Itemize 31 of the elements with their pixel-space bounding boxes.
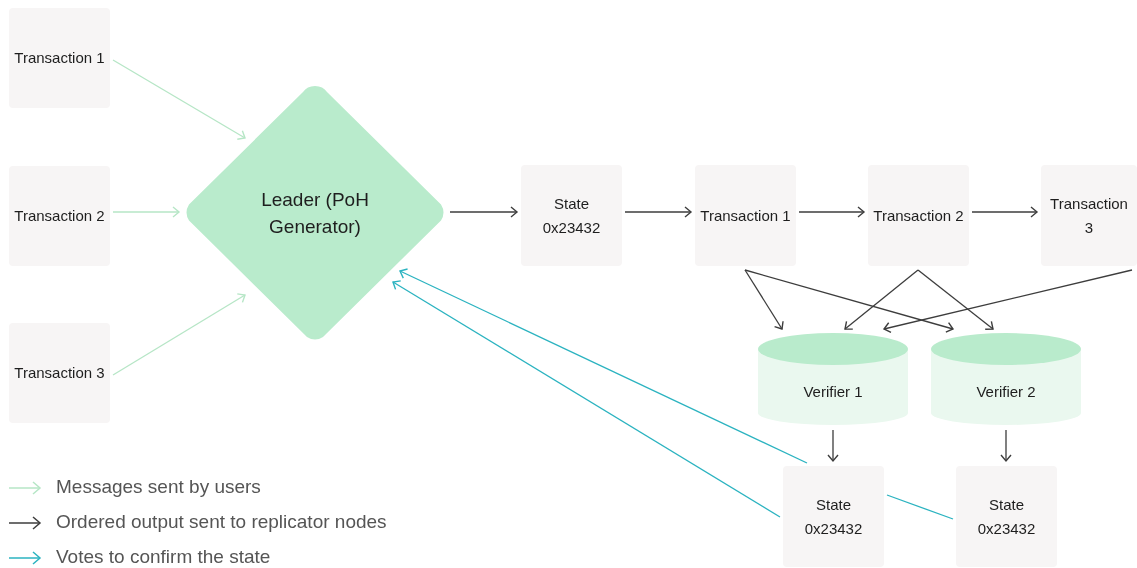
node-label: Verifier 1 — [803, 381, 863, 402]
legend-label: Ordered output sent to replicator nodes — [56, 510, 387, 535]
arrow — [399, 268, 808, 464]
node-label: State 0x23432 — [541, 193, 602, 238]
legend-label: Messages sent by users — [56, 475, 261, 500]
arrow — [744, 269, 954, 333]
node-label: Transaction 2 — [873, 205, 964, 226]
arrow — [624, 206, 692, 218]
node-label: Leader (PoH Generator) — [260, 187, 370, 239]
legend-label: Votes to confirm the state — [56, 545, 271, 568]
arrow — [1000, 429, 1012, 462]
arrow — [844, 269, 919, 330]
node-label: Transaction 1 — [14, 48, 105, 68]
arrow — [744, 269, 784, 330]
node-label: Verifier 2 — [976, 381, 1036, 402]
arrow — [827, 429, 839, 462]
arrow — [112, 59, 246, 140]
node-label: Transaction 3 — [14, 363, 105, 383]
node-label: State 0x23432 — [976, 494, 1037, 539]
arrow — [392, 280, 781, 518]
arrow — [917, 269, 994, 330]
arrow — [971, 206, 1038, 218]
node-label: Transaction 3 — [1049, 193, 1129, 238]
arrow — [112, 293, 246, 376]
arrow — [798, 206, 865, 218]
node-label: Transaction 2 — [14, 206, 105, 226]
node-label: State 0x23432 — [803, 494, 864, 539]
arrow — [112, 206, 180, 218]
arrow — [883, 269, 1133, 334]
node-label: Transaction 1 — [700, 205, 791, 226]
arrow — [449, 206, 518, 218]
